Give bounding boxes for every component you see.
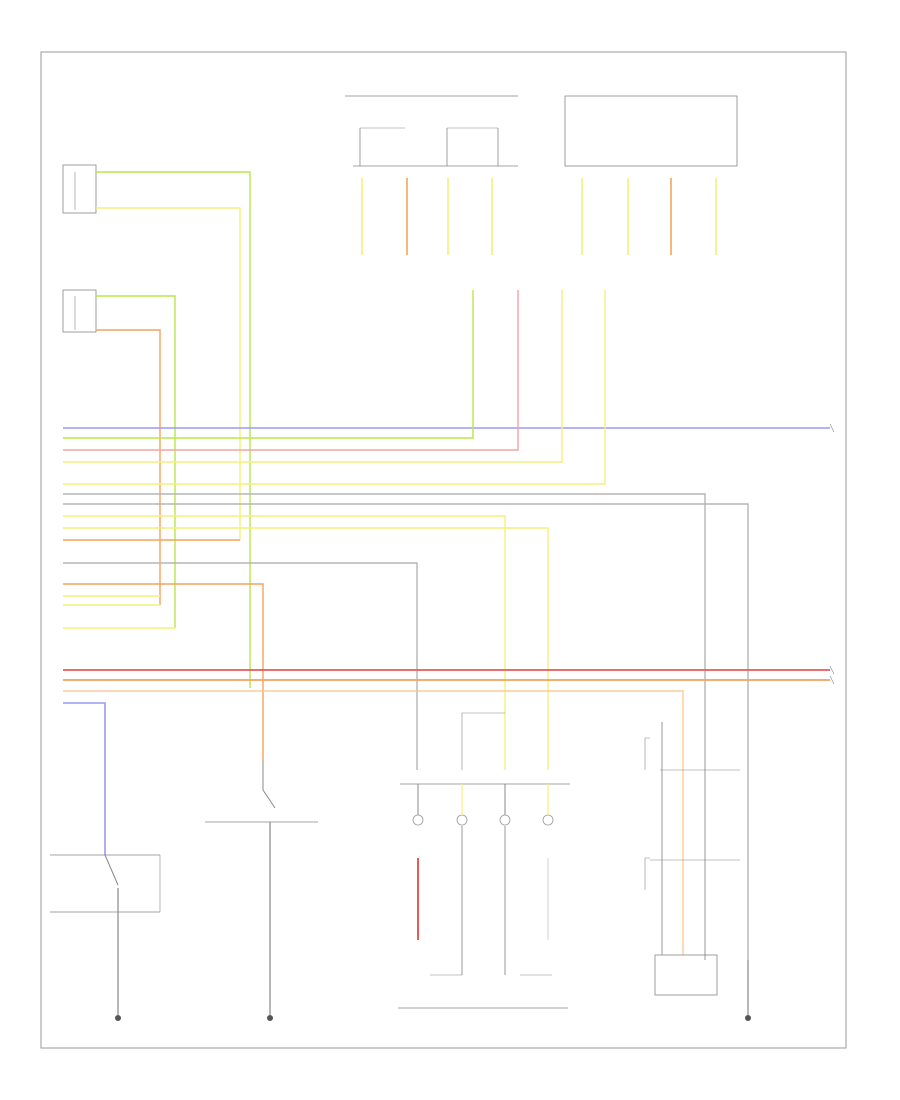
right-front-seat-belt-buckle-switch <box>50 854 161 988</box>
srs-unit-left-top <box>345 95 518 167</box>
harness-end-markers <box>829 423 835 685</box>
srs-unit-right-top <box>564 95 738 167</box>
right-front-side-airbag <box>62 289 97 333</box>
left-front-side-airbag <box>62 164 97 214</box>
ground-lf <box>115 988 121 1021</box>
occupant-position-detection-sensor <box>398 712 570 1009</box>
side-airbag-wires <box>96 171 251 688</box>
ground-rf <box>745 960 751 1021</box>
front-passenger-weight-sensor <box>644 722 740 996</box>
top-harness-wires <box>361 178 717 255</box>
main-harness <box>63 290 830 960</box>
diagram-border <box>40 51 847 1049</box>
left-front-seat-belt-buckle-switch <box>205 760 318 988</box>
ground-lh <box>267 988 273 1021</box>
